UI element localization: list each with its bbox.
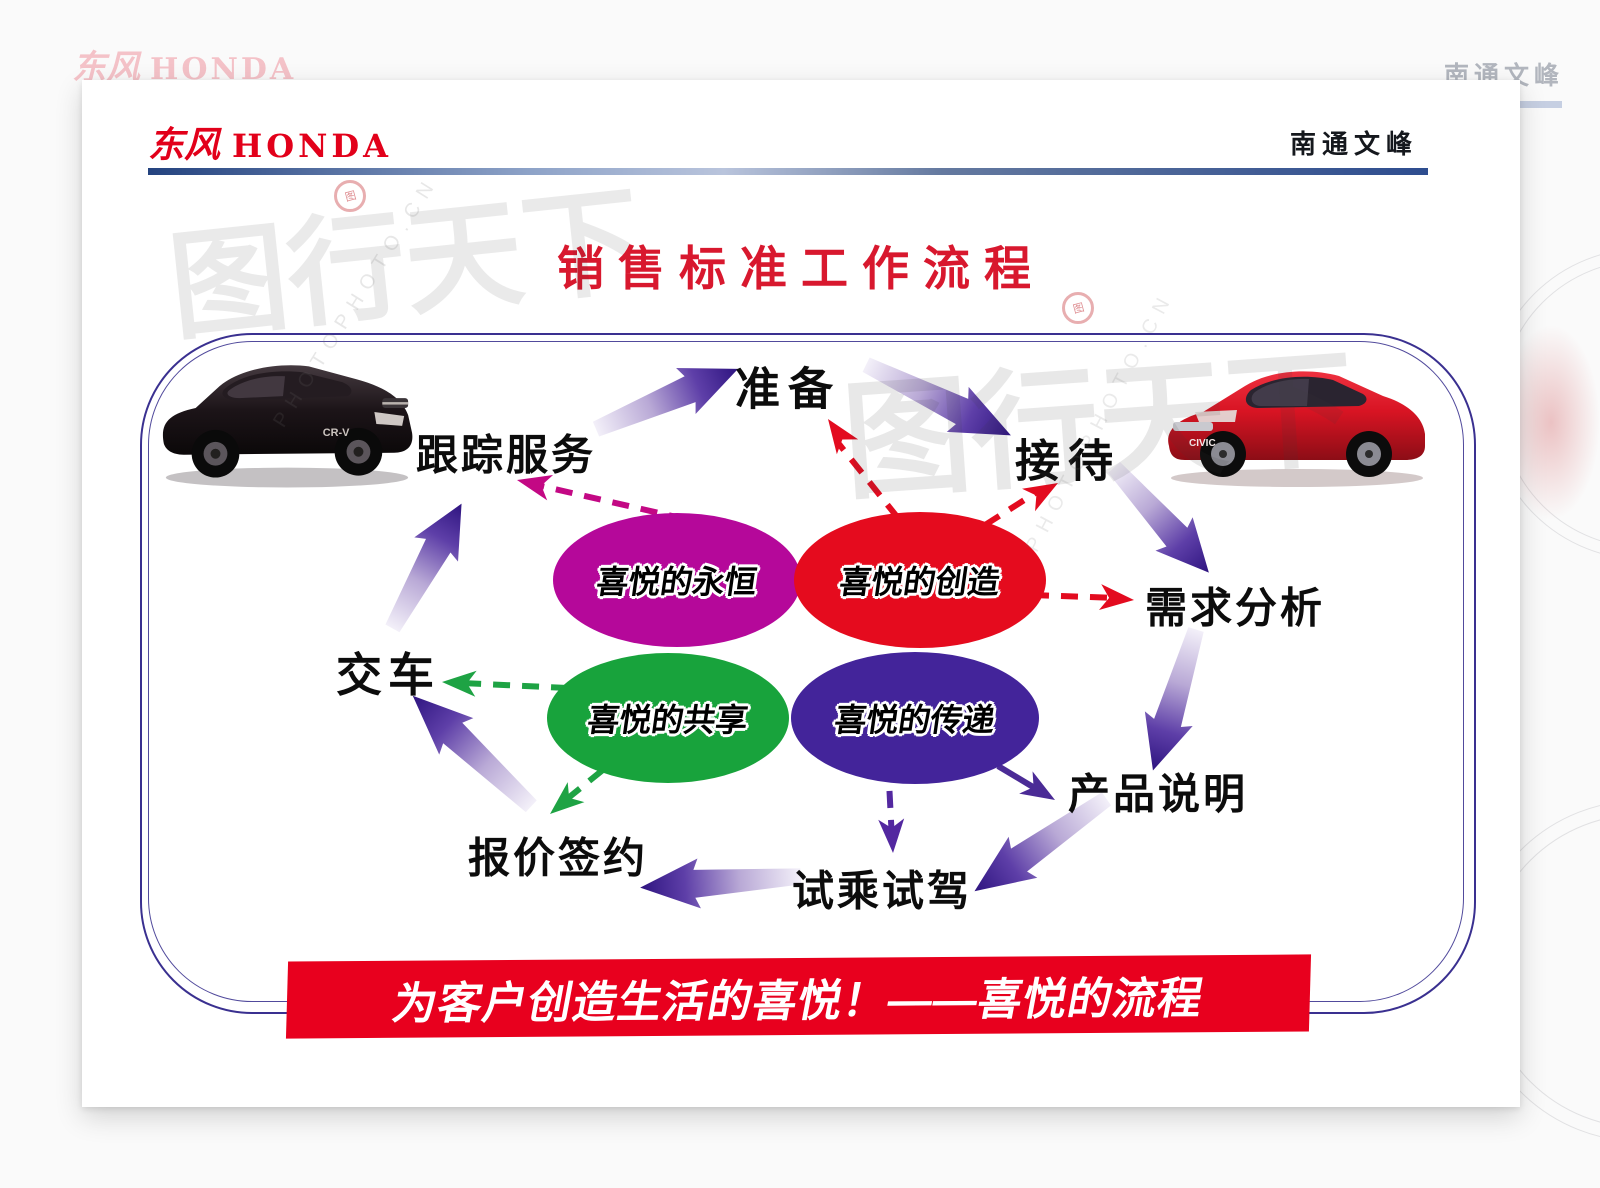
dealer-name: 南通文峰: [1290, 129, 1419, 159]
crv-badge: CR-V: [323, 427, 350, 439]
step-label-needs-analysis: 需求分析: [1144, 584, 1326, 632]
joy-ellipse-create-label: 喜悦的创造: [837, 564, 1003, 600]
civic-badge: CIVIC: [1189, 438, 1216, 449]
brand-cn-text: 东风: [148, 124, 221, 166]
step-label-product-intro: 产品说明: [1067, 770, 1249, 818]
joy-ellipse-deliver-label: 喜悦的传递: [832, 702, 998, 738]
dashed-arrow-create-to-reception: [983, 483, 1058, 528]
step-label-quote-sign: 报价签约: [467, 834, 649, 882]
step-label-follow-up: 跟踪服务: [415, 431, 597, 479]
brand-logo: 东风 HONDA: [148, 116, 392, 168]
brand-en-text: HONDA: [232, 127, 392, 165]
solid-arrow-deliver-to-product: [996, 763, 1055, 800]
joy-ellipse-share: 喜悦的共享: [547, 653, 789, 783]
flow-arrow-testdrive-to-quote: [640, 858, 802, 909]
bottom-banner: 为客户创造生活的喜悦！——喜悦的流程: [285, 954, 1312, 1039]
flow-arrow-delivery-to-follow: [385, 503, 462, 633]
joy-ellipse-create: 喜悦的创造: [794, 512, 1046, 648]
joy-ellipse-share-label: 喜悦的共享: [585, 702, 751, 738]
poster-page: 东风 HONDA 南通文峰 销售标准工作流程: [82, 80, 1520, 1107]
flow-arrow-reception-to-needs: [1108, 462, 1209, 573]
step-label-reception: 接待: [1014, 435, 1122, 487]
flow-arrow-quote-to-delivery: [412, 695, 537, 813]
step-label-delivery: 交车: [336, 649, 440, 701]
bottom-banner-text: 为客户创造生活的喜悦！——喜悦的流程: [388, 973, 1208, 1029]
civic-sedan-image: CIVIC: [1168, 371, 1425, 487]
header-divider: [148, 168, 1428, 175]
faded-rule-fragment: [1516, 101, 1562, 108]
crv-suv-image: CR-V: [162, 365, 413, 488]
dashed-arrow-create-to-prepare: [828, 419, 901, 520]
joy-ellipse-eternal-label: 喜悦的永恒: [594, 564, 760, 600]
step-label-test-drive: 试乘试驾: [791, 867, 973, 915]
joy-ellipse-eternal: 喜悦的永恒: [553, 513, 801, 647]
joy-ellipse-deliver: 喜悦的传递: [791, 652, 1039, 784]
flow-arrow-prepare-to-reception: [862, 357, 1011, 436]
dashed-arrow-create-to-needs: [1031, 584, 1134, 610]
flow-arrow-follow-to-prepare: [592, 367, 739, 437]
dashed-arrow-share-to-delivery: [442, 670, 569, 697]
page-title: 销售标准工作流程: [557, 242, 1045, 295]
flow-arrow-needs-to-product: [1144, 627, 1204, 771]
step-label-prepare: 准备: [734, 363, 842, 415]
flow-arrow-product-to-testdrive: [974, 792, 1112, 892]
